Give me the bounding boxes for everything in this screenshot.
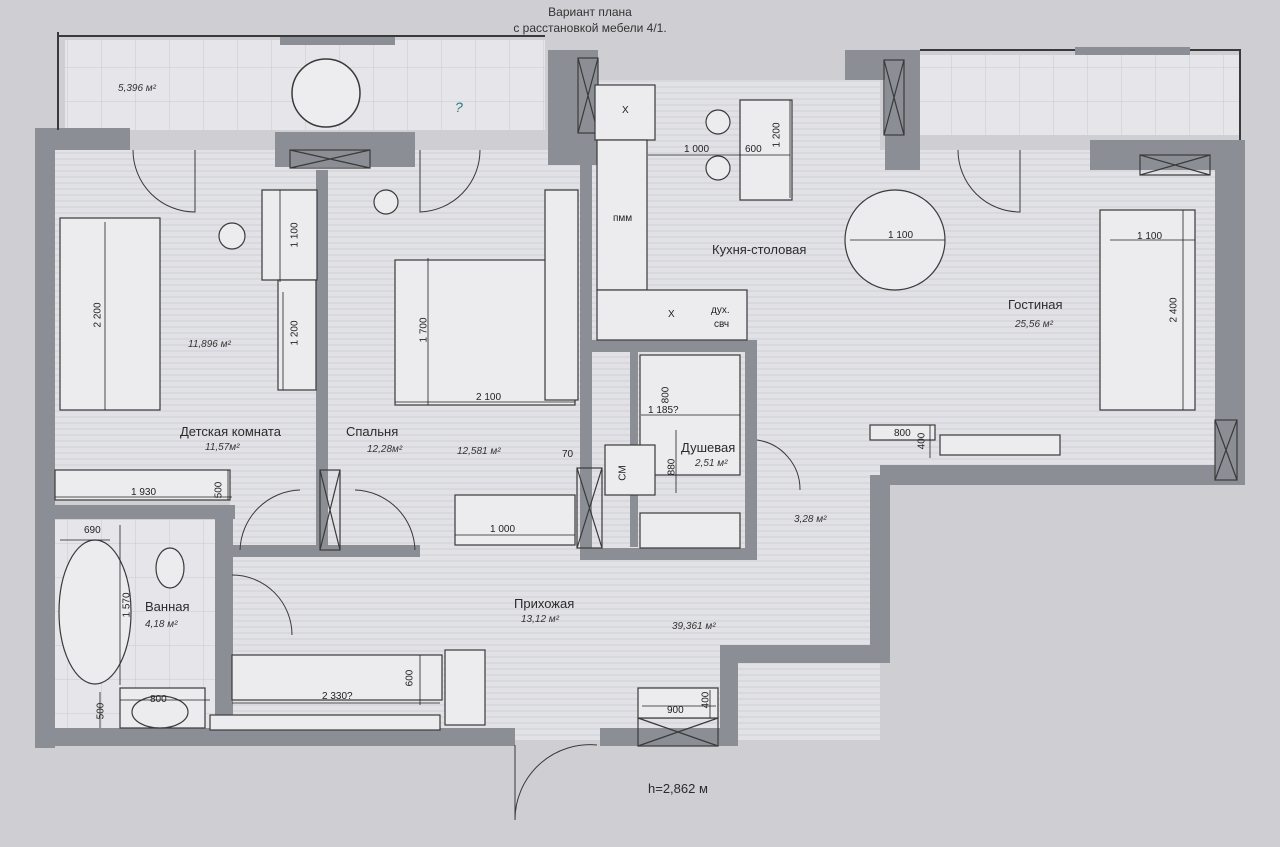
dim-label: 800 xyxy=(660,386,672,404)
dim-label: 1 100 xyxy=(1137,231,1163,242)
dim-label: 70 xyxy=(562,449,574,460)
dim-label: 1 100 xyxy=(888,230,914,241)
ceiling-height: h=2,862 м xyxy=(648,781,708,796)
bedroom-area-alt: 12,581 м² xyxy=(457,446,501,457)
microwave-label: свч xyxy=(714,319,730,330)
dim-label: 1 700 xyxy=(418,317,430,343)
dim-label: 880 xyxy=(666,458,678,476)
furniture xyxy=(54,84,1196,731)
washer-label: СМ xyxy=(617,465,629,481)
oven-label: дух. xyxy=(711,305,730,316)
sink-x-label: X xyxy=(668,309,675,320)
window-blocks xyxy=(289,57,1238,747)
dim-label: 2 330? xyxy=(322,691,353,702)
kids-room-area-alt: 11,896 м² xyxy=(188,339,231,350)
dim-label: 400 xyxy=(700,691,712,709)
hall-name: Прихожая xyxy=(514,596,575,611)
dim-label: 600 xyxy=(745,144,762,155)
living-area: 25,56 м² xyxy=(1015,319,1053,330)
dim-label: 800 xyxy=(894,428,911,439)
door-swings xyxy=(132,149,1021,821)
hall-area: 13,12 м² xyxy=(521,614,559,625)
dim-label: 1 200 xyxy=(289,320,301,346)
dim-label: 1 200 xyxy=(771,122,783,148)
dimension-lines xyxy=(55,100,1195,728)
shower-area: 2,51 м² xyxy=(695,458,728,469)
dim-label: 400 xyxy=(916,432,928,450)
shower-name: Душевая xyxy=(681,440,736,455)
dim-label: 1 570 xyxy=(121,592,133,618)
dim-label: 500 xyxy=(213,481,225,499)
dim-label: 1 185? xyxy=(648,405,679,416)
dim-label: 1 000 xyxy=(684,144,710,155)
balcony-area: 5,396 м² xyxy=(118,83,156,94)
bedroom-name: Спальня xyxy=(346,424,399,439)
dim-label: 500 xyxy=(95,702,107,720)
balcony-rails xyxy=(57,32,1241,140)
living-name: Гостиная xyxy=(1008,297,1063,312)
bath-area: 4,18 м² xyxy=(145,619,178,630)
dim-label: 2 200 xyxy=(92,302,104,328)
hall-area-small: 3,28 м² xyxy=(794,514,827,525)
question-mark: ? xyxy=(455,99,463,115)
dim-label: 2 400 xyxy=(1168,297,1180,323)
bedroom-area: 12,28м² xyxy=(367,444,403,455)
dim-label: 900 xyxy=(667,705,684,716)
fridge-x-label: X xyxy=(622,105,629,116)
kids-room-area: 11,57м² xyxy=(205,442,240,453)
bath-name: Ванная xyxy=(145,599,190,614)
kitchen-name: Кухня-столовая xyxy=(712,242,807,257)
dim-label: 1 000 xyxy=(490,524,516,535)
dim-label: 1 930 xyxy=(131,487,157,498)
plan-title: Вариант плана xyxy=(548,5,632,19)
dim-label: 1 100 xyxy=(289,222,301,248)
kids-room-name: Детская комната xyxy=(180,424,281,439)
dishwasher-label: пмм xyxy=(613,213,633,224)
dim-label: 800 xyxy=(150,694,167,705)
dim-label: 2 100 xyxy=(476,392,502,403)
plan-subtitle: с расстановкой мебели 4/1. xyxy=(513,21,667,35)
hall-area-alt: 39,361 м² xyxy=(672,621,716,632)
dim-label: 690 xyxy=(84,525,101,536)
dim-label: 600 xyxy=(404,669,416,687)
